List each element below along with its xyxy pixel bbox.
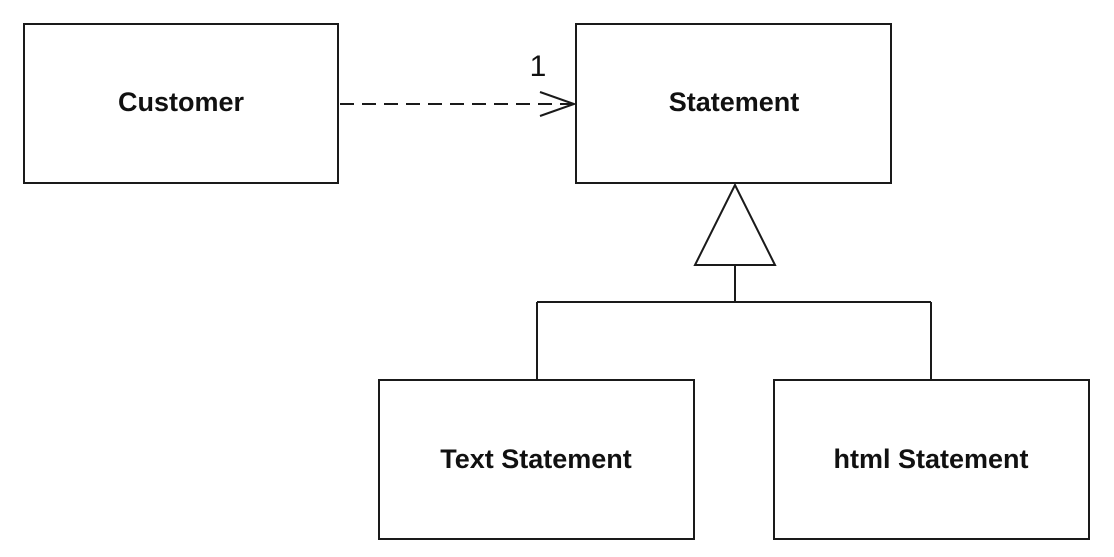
class-text-statement-box xyxy=(378,379,695,540)
class-statement-label: Statement xyxy=(669,87,800,117)
class-customer[interactable]: Customer xyxy=(23,23,339,184)
generalization xyxy=(536,182,932,380)
class-statement[interactable]: Statement xyxy=(575,23,892,184)
class-customer-label: Customer xyxy=(118,87,245,117)
class-html-statement-label: html Statement xyxy=(833,444,1028,474)
class-html-statement-box xyxy=(773,379,1090,540)
class-customer-box xyxy=(23,23,339,184)
class-text-statement-label: Text Statement xyxy=(440,444,632,474)
open-arrowhead-icon xyxy=(539,91,578,117)
dependency-arrow: 1 xyxy=(340,50,578,117)
class-html-statement[interactable]: html Statement xyxy=(773,379,1090,540)
class-text-statement[interactable]: Text Statement xyxy=(378,379,695,540)
multiplicity-label: 1 xyxy=(530,50,547,83)
inheritance-triangle-icon xyxy=(693,182,777,266)
class-statement-box xyxy=(575,23,892,184)
